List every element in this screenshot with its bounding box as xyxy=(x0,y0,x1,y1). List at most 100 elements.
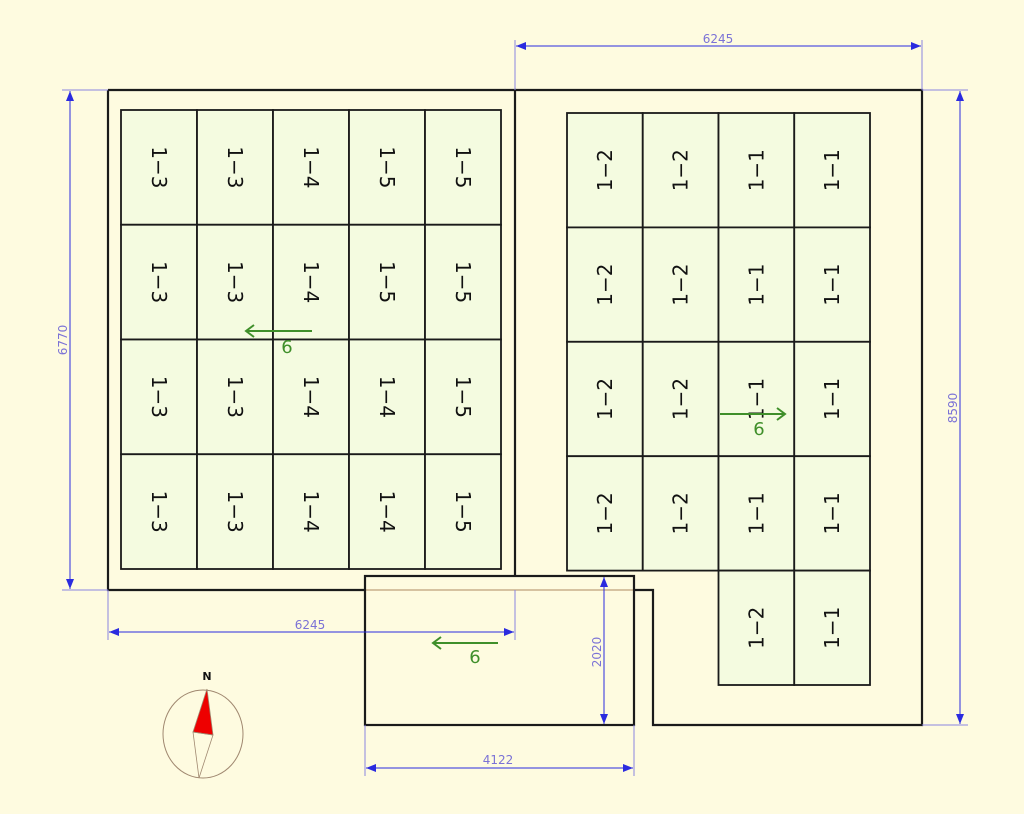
solar-panel: 1−4 xyxy=(272,453,350,570)
solar-panel-label: 1−4 xyxy=(299,491,323,533)
solar-panel-label: 1−5 xyxy=(451,146,475,188)
solar-panel: 1−1 xyxy=(793,340,871,458)
solar-panel-label: 1−1 xyxy=(744,263,768,305)
solar-panel-outline xyxy=(793,455,871,572)
solar-panel-label: 1−4 xyxy=(299,146,323,188)
solar-panel-label: 1−1 xyxy=(820,607,844,649)
solar-panel: 1−2 xyxy=(566,340,644,458)
solar-panel-label: 1−5 xyxy=(451,261,475,303)
solar-panel: 1−3 xyxy=(196,109,274,226)
solar-panel: 1−3 xyxy=(196,223,274,341)
solar-panel: 1−3 xyxy=(196,453,274,570)
solar-panel-outline xyxy=(272,338,350,456)
solar-panel-outline xyxy=(566,112,644,229)
solar-panel-label: 1−1 xyxy=(744,492,768,534)
dimension-label-right: 8590 xyxy=(946,393,960,424)
slope-label: 6 xyxy=(469,647,480,668)
solar-panel-label: 1−3 xyxy=(147,491,171,533)
slope-labels: 6 6 6 xyxy=(281,337,764,668)
solar-panel-label: 1−3 xyxy=(223,261,247,303)
solar-panel: 1−2 xyxy=(641,340,720,458)
compass-needle-south xyxy=(192,731,214,779)
solar-panel-outline xyxy=(793,569,871,686)
solar-panel: 1−4 xyxy=(272,109,350,226)
solar-panel: 1−4 xyxy=(348,453,426,570)
solar-panel-label: 1−5 xyxy=(451,491,475,533)
north-compass: N xyxy=(162,670,244,779)
solar-panel: 1−1 xyxy=(717,226,796,343)
solar-panel: 1−5 xyxy=(348,109,426,226)
compass-ring xyxy=(162,689,244,779)
solar-panel-outline xyxy=(566,226,644,343)
solar-panel: 1−4 xyxy=(348,338,426,456)
solar-panel-outline xyxy=(120,109,198,226)
left-panel-array: 1−3 1−3 1−4 1−5 1−5 1−3 1−3 1−4 1−5 1−5 1−3 1−3 1−4 1… xyxy=(120,109,502,570)
solar-panel-label: 1−3 xyxy=(147,146,171,188)
solar-panel: 1−2 xyxy=(641,226,720,343)
solar-panel-label: 1−2 xyxy=(669,378,693,420)
solar-panel-label: 1−3 xyxy=(223,146,247,188)
dimension-lines xyxy=(62,40,968,776)
slope-label: 6 xyxy=(281,337,292,358)
solar-panel-outline xyxy=(793,340,871,458)
solar-panel-outline xyxy=(793,112,871,229)
solar-panel: 1−4 xyxy=(272,223,350,341)
right-roof-outline xyxy=(515,88,924,727)
slope-arrow-left-roof xyxy=(244,324,312,338)
solar-panel-outline xyxy=(641,226,720,343)
solar-panel-label: 1−4 xyxy=(299,261,323,303)
dimension-label-annex-height: 2020 xyxy=(590,637,604,668)
solar-panel: 1−3 xyxy=(120,109,198,226)
solar-panel-label: 1−4 xyxy=(299,376,323,418)
solar-panel-label: 1−2 xyxy=(593,378,617,420)
solar-panel: 1−1 xyxy=(793,569,871,686)
solar-panel-outline xyxy=(793,226,871,343)
solar-panel-label: 1−5 xyxy=(375,261,399,303)
compass-needle-north xyxy=(192,688,214,736)
dimension-label-annex-width: 4122 xyxy=(483,753,514,767)
solar-panel-label: 1−2 xyxy=(669,492,693,534)
solar-panel-label: 1−2 xyxy=(669,149,693,191)
solar-panel-label: 1−5 xyxy=(375,146,399,188)
solar-panel-label: 1−3 xyxy=(147,261,171,303)
solar-panel: 1−5 xyxy=(348,223,426,341)
solar-panel-outline xyxy=(717,226,796,343)
solar-panel: 1−3 xyxy=(120,338,198,456)
solar-panel: 1−4 xyxy=(272,338,350,456)
solar-panel-outline xyxy=(196,453,274,570)
solar-panel: 1−2 xyxy=(641,112,720,229)
compass-north-label: N xyxy=(202,670,211,683)
annex-outline xyxy=(363,574,636,727)
solar-panel-outline xyxy=(196,338,274,456)
solar-panel-label: 1−2 xyxy=(669,263,693,305)
solar-panel-outline xyxy=(272,223,350,341)
solar-panel: 1−2 xyxy=(566,226,644,343)
solar-panel: 1−2 xyxy=(717,569,796,686)
solar-panel-label: 1−3 xyxy=(223,491,247,533)
solar-panel-label: 1−4 xyxy=(375,491,399,533)
solar-panel-label: 1−3 xyxy=(147,376,171,418)
solar-panel-label: 1−2 xyxy=(593,149,617,191)
solar-panel-outline xyxy=(424,453,502,570)
solar-panel-outline xyxy=(424,338,502,456)
solar-panel-outline xyxy=(348,223,426,341)
solar-panel: 1−3 xyxy=(120,453,198,570)
solar-panel-label: 1−1 xyxy=(744,149,768,191)
solar-panel-outline xyxy=(424,223,502,341)
solar-panel: 1−2 xyxy=(566,112,644,229)
solar-panel-outline xyxy=(717,455,796,572)
solar-panel-outline xyxy=(348,453,426,570)
solar-panel-label: 1−2 xyxy=(744,607,768,649)
solar-panel: 1−1 xyxy=(717,455,796,572)
solar-panel: 1−5 xyxy=(424,453,502,570)
solar-panel-outline xyxy=(424,109,502,226)
dimension-labels: 6245 6770 8590 6245 2020 4122 xyxy=(56,32,960,767)
slope-arrow-annex xyxy=(431,636,498,650)
solar-panel: 1−5 xyxy=(424,109,502,226)
solar-panel-label: 1−2 xyxy=(593,263,617,305)
solar-panel-outline xyxy=(641,455,720,572)
slope-arrow-right-roof xyxy=(720,407,787,421)
solar-panel-label: 1−1 xyxy=(820,149,844,191)
dimension-label-bottom-left: 6245 xyxy=(295,618,326,632)
right-panel-array: 1−2 1−2 1−1 1−1 1−2 1−2 1−1 1−1 1−2 1−2 1−1 1−1 1−2 1… xyxy=(566,112,871,686)
